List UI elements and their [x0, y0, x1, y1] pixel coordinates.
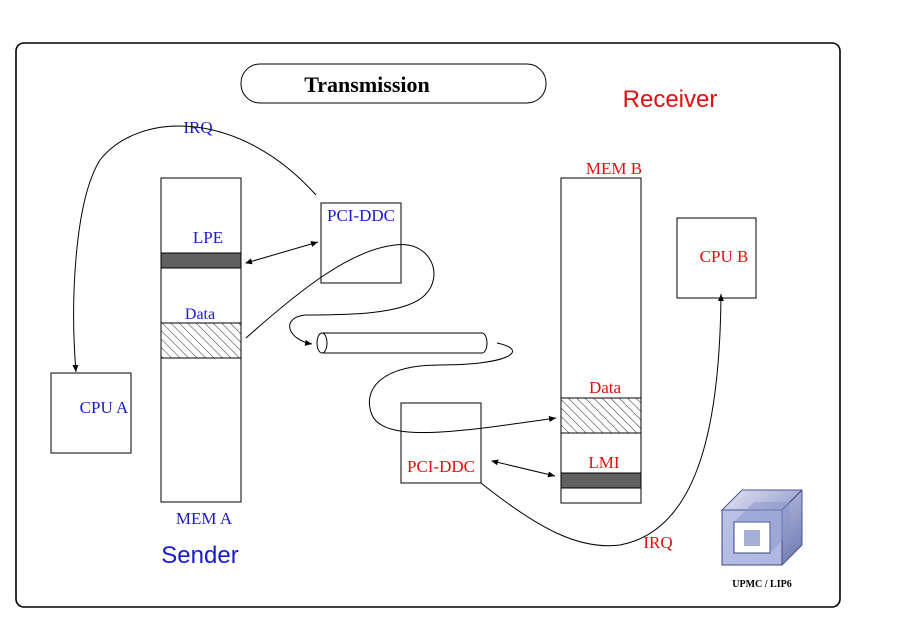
irq-receiver-label: IRQ — [643, 533, 672, 552]
pciddc-receiver-label: PCI-DDC — [407, 457, 475, 476]
mem-a-label: MEM A — [176, 509, 233, 528]
sender-data-label: Data — [185, 306, 215, 323]
irq-sender-curve — [72, 125, 317, 373]
network-cable — [316, 332, 488, 354]
receiver-data-path — [368, 342, 557, 433]
mem-b-box — [560, 177, 642, 504]
lpe-label: LPE — [193, 228, 223, 247]
receiver-data-label: Data — [589, 378, 622, 397]
logo-caption: UPMC / LIP6 — [732, 579, 791, 590]
upmc-lip6-logo: UPMC / LIP6 — [721, 489, 803, 590]
receiver-label: Receiver — [623, 86, 718, 113]
sender-data-path — [245, 244, 435, 346]
lpe-arrow — [245, 241, 319, 265]
mem-b-data-band — [560, 397, 642, 434]
lmi-arrow — [491, 459, 556, 478]
pciddc-sender-box — [320, 202, 402, 284]
mem-b-label: MEM B — [586, 159, 642, 178]
lmi-label: LMI — [588, 453, 620, 472]
cpu-b-label: CPU B — [700, 247, 749, 266]
pciddc-receiver-box — [400, 402, 482, 484]
irq-receiver-curve — [480, 293, 724, 547]
cpu-b-box — [676, 217, 757, 299]
slide-frame — [15, 42, 841, 608]
mem-b-lmi-band — [560, 472, 642, 489]
title-text: Transmission — [304, 72, 430, 97]
cpu-a-box — [50, 372, 132, 454]
mem-a-lpe-band — [160, 252, 242, 269]
pciddc-sender-label: PCI-DDC — [327, 206, 395, 225]
mem-a-data-band — [160, 322, 242, 359]
title-box — [240, 63, 547, 104]
cpu-a-label: CPU A — [80, 398, 129, 417]
sender-label: Sender — [161, 542, 238, 569]
